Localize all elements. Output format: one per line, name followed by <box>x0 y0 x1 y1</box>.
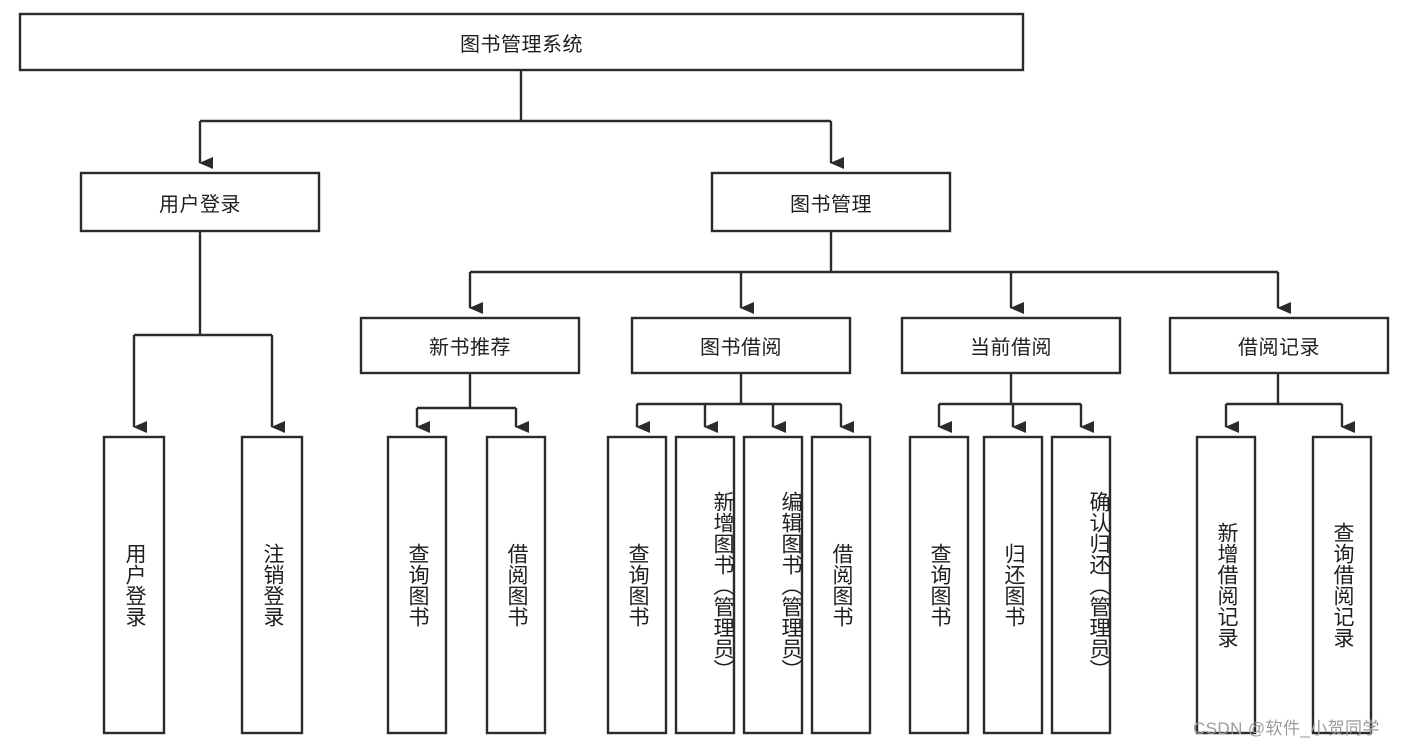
node-box-borrow-add-book-admin[interactable] <box>674 435 736 735</box>
node-box-current-return-book[interactable] <box>982 435 1044 735</box>
node-box-root[interactable] <box>18 12 1025 72</box>
node-box-recommend-query-book[interactable] <box>386 435 448 735</box>
node-box-current-borrow[interactable] <box>900 316 1122 375</box>
node-box-borrow-query-book[interactable] <box>606 435 668 735</box>
node-box-user-login[interactable] <box>79 171 321 233</box>
node-box-borrow-borrow-book[interactable] <box>810 435 872 735</box>
node-box-new-book-recommend[interactable] <box>359 316 581 375</box>
node-box-record-add-record[interactable] <box>1195 435 1257 735</box>
node-box-book-management[interactable] <box>710 171 952 233</box>
node-box-user-login-logout[interactable] <box>240 435 304 735</box>
node-box-user-login-login[interactable] <box>102 435 166 735</box>
node-box-current-query-book[interactable] <box>908 435 970 735</box>
node-box-borrow-record[interactable] <box>1168 316 1390 375</box>
node-box-recommend-borrow-book[interactable] <box>485 435 547 735</box>
node-box-book-borrow[interactable] <box>630 316 852 375</box>
node-box-current-confirm-return-admin[interactable] <box>1050 435 1112 735</box>
node-box-record-query-record[interactable] <box>1311 435 1373 735</box>
csdn-watermark: CSDN @软件_小贺同学 <box>1193 719 1380 738</box>
node-box-borrow-edit-book-admin[interactable] <box>742 435 804 735</box>
